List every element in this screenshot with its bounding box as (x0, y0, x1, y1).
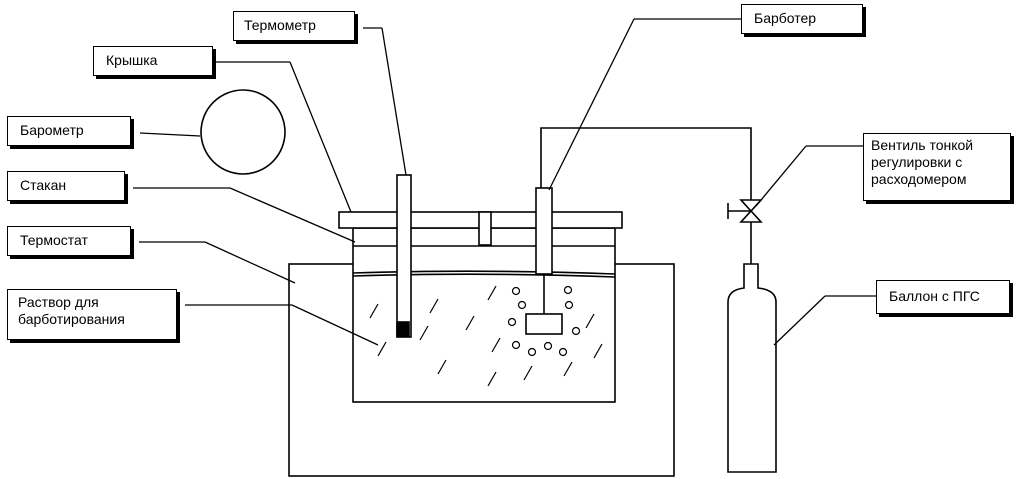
gas-bubbles (507, 285, 581, 357)
bubbler-tube (535, 187, 553, 275)
bubbler-head (525, 313, 563, 335)
thermostat-label: Термостат (7, 226, 131, 256)
barometer-label: Барометр (7, 116, 131, 146)
thermostat-label-text: Термостат (20, 232, 88, 248)
solution-label-line2: барботирования (18, 311, 125, 327)
thermometer-label: Термометр (233, 11, 355, 41)
valve-label: Вентиль тонкой регулировки с расходомеро… (863, 133, 1011, 201)
liquid-hatching (369, 285, 603, 387)
lid-plug (478, 211, 492, 246)
barometer-gauge (200, 89, 286, 175)
valve-label-line3: расходомером (871, 171, 967, 187)
thermometer-bulb (396, 321, 410, 337)
valve-icon (727, 199, 763, 223)
leader-lines (133, 18, 876, 346)
barometer-label-text: Барометр (20, 122, 84, 138)
gas-cylinder (727, 263, 777, 473)
thermometer (396, 174, 412, 338)
thermometer-label-text: Термометр (244, 17, 316, 33)
beaker (352, 227, 616, 403)
solution-label: Раствор для барботирования (7, 289, 177, 340)
bubbler-label: Барботер (741, 4, 863, 34)
cylinder-label: Баллон с ПГС (876, 280, 1010, 314)
bubbler-label-text: Барботер (754, 10, 817, 26)
lid-label-text: Крышка (106, 52, 158, 68)
beaker-label-text: Стакан (20, 177, 67, 193)
valve-label-line2: регулировки с (871, 154, 963, 170)
beaker-label: Стакан (7, 171, 125, 201)
lid-label: Крышка (93, 46, 213, 76)
liquid-surface (352, 270, 616, 275)
valve-label-line1: Вентиль тонкой (871, 137, 974, 153)
solution-label-line1: Раствор для (18, 294, 99, 310)
gas-line (540, 127, 752, 264)
cylinder-label-text: Баллон с ПГС (889, 288, 980, 304)
